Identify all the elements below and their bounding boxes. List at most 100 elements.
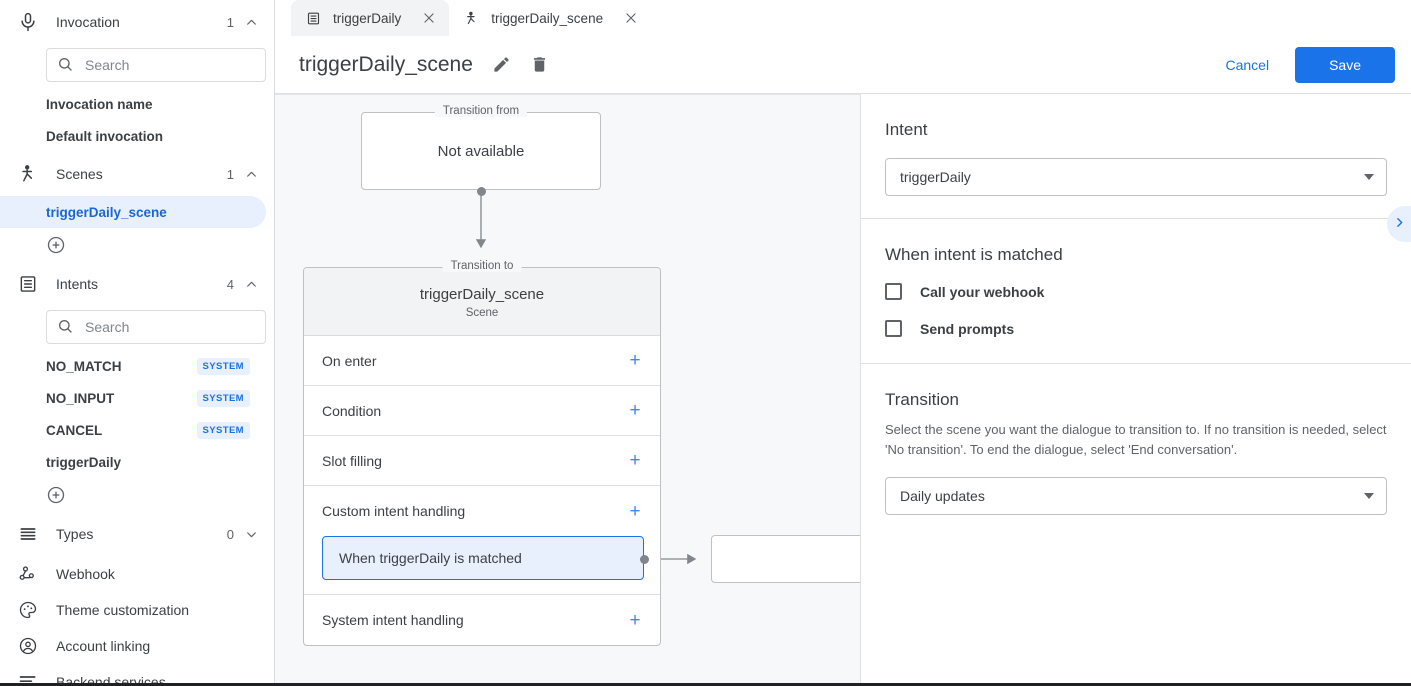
transition-description: Select the scene you want the dialogue t… xyxy=(885,422,1387,457)
scene-card[interactable]: Transition to triggerDaily_scene Scene O… xyxy=(303,260,661,646)
window-bottom-edge xyxy=(0,683,1411,686)
send-prompts-checkbox[interactable] xyxy=(885,320,902,337)
intent-select[interactable]: triggerDaily xyxy=(885,158,1387,196)
sidebar-group-label: Intents xyxy=(56,276,99,292)
scene-card-subtitle: Scene xyxy=(465,307,499,319)
add-scene-icon[interactable] xyxy=(46,235,66,255)
right-properties-panel: Intent triggerDaily When intent is match… xyxy=(860,94,1411,686)
scene-row-label: System intent handling xyxy=(322,612,464,628)
sidebar-group-count: 1 xyxy=(226,166,234,182)
call-your-webhook-label: Call your webhook xyxy=(920,283,1045,300)
page-title: triggerDaily_scene xyxy=(299,52,473,76)
page-header: triggerDaily_scene Cancel Save xyxy=(275,36,1411,94)
call-your-webhook-checkbox[interactable] xyxy=(885,283,902,300)
scene-row-slot-filling[interactable]: Slot filling + xyxy=(304,436,660,486)
chevron-down-icon[interactable] xyxy=(244,527,258,541)
when-intent-matched-title: When intent is matched xyxy=(885,245,1063,264)
add-scene-row xyxy=(0,228,274,262)
sidebar-group-label: Invocation xyxy=(56,14,120,30)
intent-section: Intent triggerDaily xyxy=(861,94,1411,219)
types-icon xyxy=(16,522,40,546)
intents-search-input[interactable] xyxy=(83,318,268,336)
tab-triggerdaily-scene[interactable]: triggerDaily_scene xyxy=(449,0,652,36)
transition-target-node[interactable]: Tr Dail xyxy=(711,535,860,583)
sidebar-item-default-invocation[interactable]: Default invocation xyxy=(0,120,266,152)
chevron-down-icon xyxy=(1364,174,1374,180)
sidebar-item-theme-customization[interactable]: Theme customization xyxy=(0,592,274,628)
connector-dot-source xyxy=(477,187,486,196)
search-icon xyxy=(57,318,73,337)
chevron-up-icon[interactable] xyxy=(244,277,258,291)
sidebar-group-intents[interactable]: Intents 4 xyxy=(0,262,274,306)
chevron-right-icon xyxy=(1393,216,1406,232)
add-custom-intent-handling-icon[interactable]: + xyxy=(629,500,641,522)
palette-icon xyxy=(16,598,40,622)
when-intent-matched-section: When intent is matched Call your webhook… xyxy=(861,219,1411,364)
intent-section-title: Intent xyxy=(885,120,928,139)
scene-row-system-intent-handling[interactable]: System intent handling + xyxy=(304,595,660,645)
panel-collapse-handle[interactable] xyxy=(1387,206,1411,242)
sidebar-item-account-linking[interactable]: Account linking xyxy=(0,628,274,664)
scene-row-condition[interactable]: Condition + xyxy=(304,386,660,436)
chevron-up-icon[interactable] xyxy=(244,167,258,181)
close-icon[interactable] xyxy=(421,10,437,26)
tab-triggerdaily[interactable]: triggerDaily xyxy=(291,0,450,36)
tab-strip: triggerDaily triggerDaily_scene xyxy=(275,0,1411,36)
transition-target-value: Dail xyxy=(712,536,860,582)
sidebar-group-count: 4 xyxy=(226,276,234,292)
connector-dot-handler xyxy=(640,555,649,564)
webhook-icon xyxy=(16,562,40,586)
call-your-webhook-row[interactable]: Call your webhook xyxy=(885,283,1387,300)
transition-section-title: Transition xyxy=(885,390,960,409)
invocation-search-input[interactable] xyxy=(83,56,268,74)
sidebar-item-no-match[interactable]: NO_MATCH SYSTEM xyxy=(0,350,266,382)
intent-select-value: triggerDaily xyxy=(900,169,971,185)
sidebar-item-label: NO_INPUT xyxy=(46,390,115,406)
add-system-intent-handling-icon[interactable]: + xyxy=(629,609,641,631)
sidebar-item-no-input[interactable]: NO_INPUT SYSTEM xyxy=(0,382,266,414)
pencil-icon[interactable] xyxy=(491,54,513,76)
trash-icon[interactable] xyxy=(529,54,551,76)
main-area: triggerDaily triggerDaily_scene xyxy=(275,0,1411,686)
transition-from-node[interactable]: Transition from Not available xyxy=(361,105,601,190)
transition-to-legend: Transition to xyxy=(442,260,522,272)
flow-graph: Transition from Not available Transition… xyxy=(275,95,860,686)
scene-row-on-enter[interactable]: On enter + xyxy=(304,336,660,386)
intents-search-box[interactable] xyxy=(46,310,268,344)
cancel-button[interactable]: Cancel xyxy=(1209,48,1285,82)
transition-from-legend: Transition from xyxy=(434,105,528,117)
chevron-down-icon xyxy=(1364,493,1374,499)
send-prompts-label: Send prompts xyxy=(920,320,1015,337)
sidebar-item-label: Theme customization xyxy=(56,602,190,618)
search-icon xyxy=(57,56,73,75)
sidebar-item-cancel[interactable]: CANCEL SYSTEM xyxy=(0,414,266,446)
chevron-up-icon[interactable] xyxy=(244,15,258,29)
sidebar-item-triggerdaily-scene[interactable]: triggerDaily_scene xyxy=(0,196,266,228)
add-on-enter-icon[interactable]: + xyxy=(629,350,641,371)
sidebar-group-invocation[interactable]: Invocation 1 xyxy=(0,0,274,44)
sidebar-item-label: Account linking xyxy=(56,638,151,654)
sidebar-item-webhook[interactable]: Webhook xyxy=(0,556,274,592)
save-button[interactable]: Save xyxy=(1295,46,1395,83)
add-slot-filling-icon[interactable]: + xyxy=(629,450,641,471)
sidebar-item-triggerdaily[interactable]: triggerDaily xyxy=(0,446,266,478)
add-condition-icon[interactable]: + xyxy=(629,400,641,421)
scene-row-label: Custom intent handling xyxy=(322,503,466,519)
sidebar-group-scenes[interactable]: Scenes 1 xyxy=(0,152,274,196)
scene-block-custom-intent-handling: Custom intent handling + When triggerDai… xyxy=(304,486,660,595)
sidebar-item-invocation-name[interactable]: Invocation name xyxy=(0,88,266,120)
tab-label: triggerDaily xyxy=(333,10,402,26)
transition-select[interactable]: Daily updates xyxy=(885,477,1387,515)
intents-search-wrap xyxy=(46,310,268,344)
invocation-search-box[interactable] xyxy=(46,48,268,82)
close-icon[interactable] xyxy=(623,10,639,26)
scene-flow-canvas[interactable]: Transition from Not available Transition… xyxy=(275,94,860,686)
intent-handler-chip[interactable]: When triggerDaily is matched xyxy=(322,536,644,580)
add-intent-icon[interactable] xyxy=(46,485,66,505)
scene-row-custom-intent-handling[interactable]: Custom intent handling + xyxy=(304,486,660,536)
send-prompts-row[interactable]: Send prompts xyxy=(885,320,1387,337)
transition-from-value: Not available xyxy=(437,142,525,160)
sidebar-group-types[interactable]: Types 0 xyxy=(0,512,274,556)
sidebar-item-label: triggerDaily xyxy=(46,454,122,470)
status-badge: SYSTEM xyxy=(196,421,250,439)
